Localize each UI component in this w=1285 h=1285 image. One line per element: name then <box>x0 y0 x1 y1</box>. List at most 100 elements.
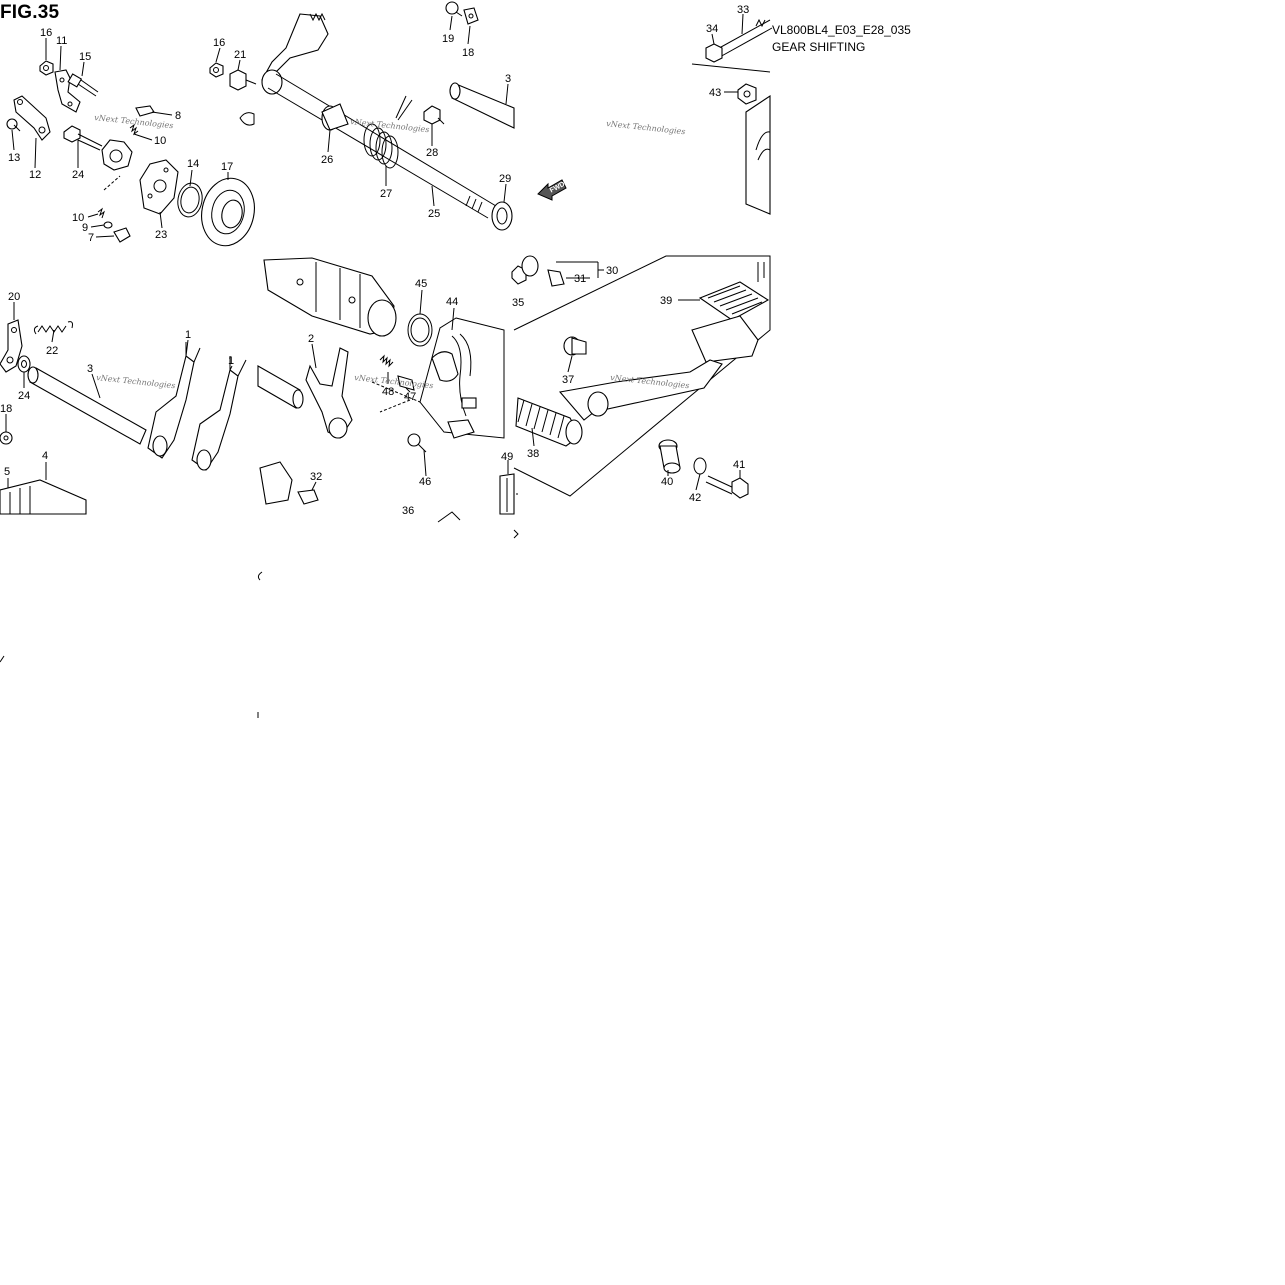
part-24-cam-plate[interactable] <box>139 159 179 215</box>
part-10b-spring[interactable] <box>97 207 105 219</box>
callout-22[interactable]: 21 <box>234 49 246 61</box>
part-39-footrest[interactable] <box>515 391 609 447</box>
callout-16a[interactable]: 16 <box>40 27 52 39</box>
part-25-bolt[interactable] <box>63 125 103 151</box>
callout-1a[interactable]: 1 <box>185 329 191 341</box>
callout-39[interactable]: 38 <box>527 448 539 460</box>
callout-15[interactable]: 15 <box>79 51 91 63</box>
part-11-stopper-plate[interactable] <box>54 69 81 113</box>
callout-12[interactable]: 12 <box>29 169 41 181</box>
callout-41[interactable]: 40 <box>661 476 673 488</box>
callout-19[interactable]: 19 <box>442 33 454 45</box>
callout-18a[interactable]: 18 <box>462 47 474 59</box>
part-22-stud[interactable] <box>229 69 257 91</box>
callout-3a[interactable]: 3 <box>505 73 511 85</box>
callout-44[interactable]: 43 <box>709 87 721 99</box>
part-19-bolt[interactable] <box>445 1 463 17</box>
part-47-screw[interactable] <box>407 433 427 453</box>
part-pedal-plate[interactable] <box>691 315 759 363</box>
callout-26[interactable]: 25 <box>428 208 440 220</box>
part-43-washer[interactable] <box>693 457 707 475</box>
part-shift-cam-hub[interactable] <box>101 139 133 171</box>
callout-36[interactable]: 35 <box>512 297 524 309</box>
part-3b-fork-shaft[interactable] <box>27 366 147 445</box>
callout-32[interactable]: 31 <box>574 273 586 285</box>
callout-35[interactable]: 34 <box>706 23 718 35</box>
part-7-pawl[interactable] <box>113 227 131 243</box>
part-38-pivot[interactable] <box>563 336 587 356</box>
part-41-bush[interactable] <box>658 439 681 474</box>
part-21-spring[interactable] <box>33 321 73 335</box>
part-13-bolt[interactable] <box>6 118 21 132</box>
callout-2[interactable]: 2 <box>308 333 314 345</box>
part-26-gearshift-shaft[interactable] <box>261 12 497 219</box>
part-30-oil-seal[interactable] <box>491 201 513 231</box>
part-23-washer[interactable] <box>17 355 31 373</box>
callout-21[interactable]: 22 <box>46 345 58 357</box>
part-32-bolt[interactable] <box>521 255 565 287</box>
part-20-lever[interactable] <box>0 319 23 373</box>
callout-27[interactable]: 26 <box>321 154 333 166</box>
part-16b-nut[interactable] <box>209 62 224 78</box>
callout-14[interactable]: 14 <box>187 158 199 170</box>
part-48-pin[interactable] <box>397 375 415 391</box>
callout-23[interactable]: 24 <box>18 390 30 402</box>
callout-50[interactable]: 49 <box>501 451 513 463</box>
part-15-bolt[interactable] <box>67 73 99 97</box>
part-42-bolt[interactable] <box>705 475 749 499</box>
callout-49[interactable]: 48 <box>382 386 394 398</box>
callout-10b[interactable]: 10 <box>72 212 84 224</box>
part-1b-shift-fork[interactable] <box>191 356 247 471</box>
part-2-shift-fork[interactable] <box>305 347 353 439</box>
part-12-stopper-arm[interactable] <box>13 95 51 141</box>
callout-11[interactable]: 11 <box>56 35 67 47</box>
part-18b-bolt[interactable] <box>0 431 13 445</box>
callout-43[interactable]: 42 <box>689 492 701 504</box>
part-44-nut[interactable] <box>737 83 757 105</box>
part-10-spring[interactable] <box>129 123 139 136</box>
callout-37[interactable]: 36 <box>402 505 414 517</box>
callout-18b[interactable]: 18 <box>0 403 12 415</box>
callout-1b[interactable]: 1 <box>228 355 234 367</box>
part-3c-shaft[interactable] <box>257 365 304 409</box>
callout-13[interactable]: 13 <box>8 152 20 164</box>
callout-4[interactable]: 4 <box>42 450 48 462</box>
part-33-bolt[interactable] <box>297 489 319 505</box>
callout-34[interactable]: 33 <box>737 4 749 16</box>
callout-17[interactable]: 17 <box>221 161 233 173</box>
part-27-collar[interactable] <box>321 103 349 131</box>
part-17-bearing[interactable] <box>195 173 260 250</box>
part-49-spring[interactable] <box>379 354 394 368</box>
callout-16b[interactable]: 16 <box>213 37 225 49</box>
callout-46[interactable]: 45 <box>415 278 427 290</box>
part-4-gear[interactable] <box>0 479 87 515</box>
callout-28[interactable]: 27 <box>380 188 392 200</box>
callout-47[interactable]: 46 <box>419 476 431 488</box>
callout-48[interactable]: 47 <box>404 391 416 403</box>
part-8-pin[interactable] <box>135 105 155 117</box>
part-18-washer[interactable] <box>463 7 479 25</box>
callout-20[interactable]: 20 <box>8 291 20 303</box>
part-50-rod[interactable] <box>499 473 515 515</box>
callout-25[interactable]: 24 <box>72 169 84 181</box>
callout-10a[interactable]: 10 <box>154 135 166 147</box>
callout-3b[interactable]: 3 <box>87 363 93 375</box>
callout-7[interactable]: 7 <box>88 232 94 244</box>
part-9-pawl[interactable] <box>103 221 113 229</box>
part-34-stud[interactable] <box>711 18 773 59</box>
callout-30[interactable]: 29 <box>499 173 511 185</box>
part-14-circlip[interactable] <box>175 181 205 219</box>
callout-29[interactable]: 28 <box>426 147 438 159</box>
callout-8[interactable]: 8 <box>175 110 181 122</box>
callout-45[interactable]: 44 <box>446 296 458 308</box>
part-29-bolt[interactable] <box>423 105 445 125</box>
callout-9[interactable]: 9 <box>82 222 88 234</box>
part-1a-shift-fork[interactable] <box>147 342 201 459</box>
callout-38[interactable]: 37 <box>562 374 574 386</box>
callout-31[interactable]: 30 <box>606 265 618 277</box>
part-3-shaft[interactable] <box>449 82 515 129</box>
callout-42[interactable]: 41 <box>733 459 745 471</box>
part-shift-drum[interactable] <box>263 257 397 337</box>
part-40-pedal-rubber[interactable] <box>698 281 770 321</box>
callout-33[interactable]: 32 <box>310 471 322 483</box>
